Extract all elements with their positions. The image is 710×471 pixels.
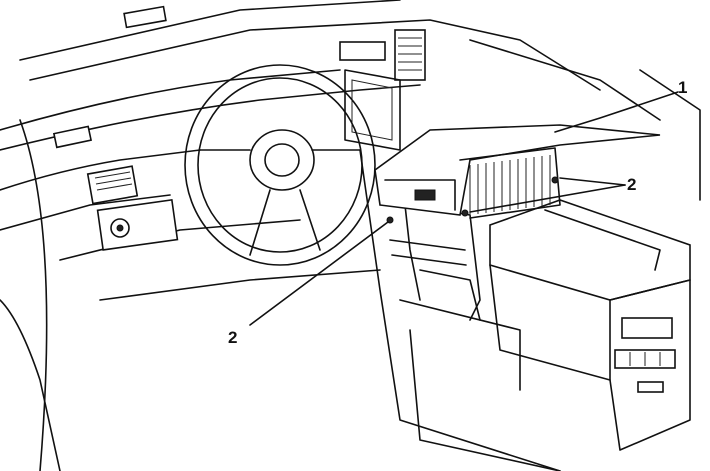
air-vent-center	[394, 29, 426, 81]
leader-2-right-a	[559, 177, 626, 186]
callout-1: 1	[678, 78, 688, 97]
callout-2-left: 2	[228, 328, 238, 347]
leader-2-right-b	[469, 184, 626, 213]
center-display	[339, 41, 401, 151]
steering-wheel	[184, 64, 376, 266]
air-vent-left	[86, 165, 139, 205]
knee-airbag-module	[374, 124, 661, 219]
callout-2-right: 2	[627, 175, 637, 194]
switch-panel-left	[96, 199, 179, 251]
center-console	[359, 149, 561, 471]
console-armrest	[489, 199, 691, 451]
air-vent-top	[52, 5, 167, 149]
fastener-right	[551, 176, 559, 184]
leader-2-left	[249, 221, 389, 326]
leader-1	[554, 91, 679, 133]
leader-lines	[249, 91, 679, 326]
fastener-center	[461, 209, 469, 217]
